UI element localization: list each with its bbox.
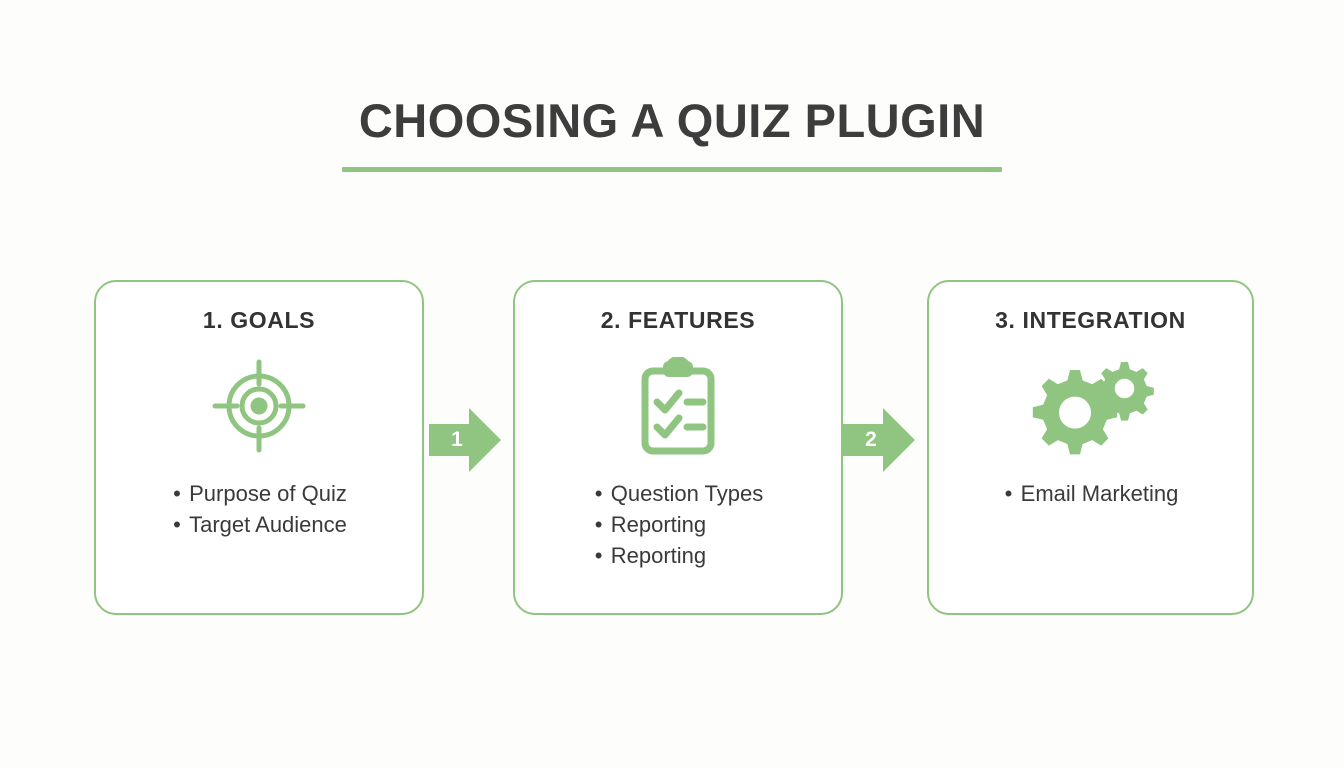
list-item: Purpose of Quiz [171,478,347,509]
arrow-right-icon [843,408,915,472]
list-item: Email Marketing [1003,478,1179,509]
page-title: CHOOSING A QUIZ PLUGIN [358,94,986,147]
gears-icon [929,356,1252,456]
process-flow: 1. GOALS Purpose of Quiz Target Audience [0,280,1344,616]
step-card-integration[interactable]: 3. INTEGRATION Email Marketing [927,280,1254,615]
step-card-features[interactable]: 2. FEATURES Question Types Reporting Rep… [513,280,843,615]
step-bullet-list: Email Marketing [1003,478,1179,509]
target-crosshair-icon [96,356,422,456]
arrow-right-icon [429,408,501,472]
list-item: Reporting [593,509,763,540]
connector-arrow-label: 1 [451,428,463,451]
list-item: Target Audience [171,509,347,540]
step-card-title: 3. INTEGRATION [995,307,1186,333]
step-card-title: 1. GOALS [202,307,316,333]
list-item: Question Types [593,478,763,509]
connector-arrow-label: 2 [865,428,877,451]
connector-arrow-1: 1 [429,408,501,472]
list-item: Reporting [593,540,763,571]
step-bullet-list: Purpose of Quiz Target Audience [171,478,347,540]
step-card-title: 2. FEATURES [600,307,756,333]
step-bullet-list: Question Types Reporting Reporting [593,478,763,571]
step-card-goals[interactable]: 1. GOALS Purpose of Quiz Target Audience [94,280,424,615]
connector-arrow-2: 2 [843,408,915,472]
clipboard-checklist-icon [515,356,841,456]
title-block: CHOOSING A QUIZ PLUGIN [0,94,1344,172]
title-underline [342,166,1002,172]
